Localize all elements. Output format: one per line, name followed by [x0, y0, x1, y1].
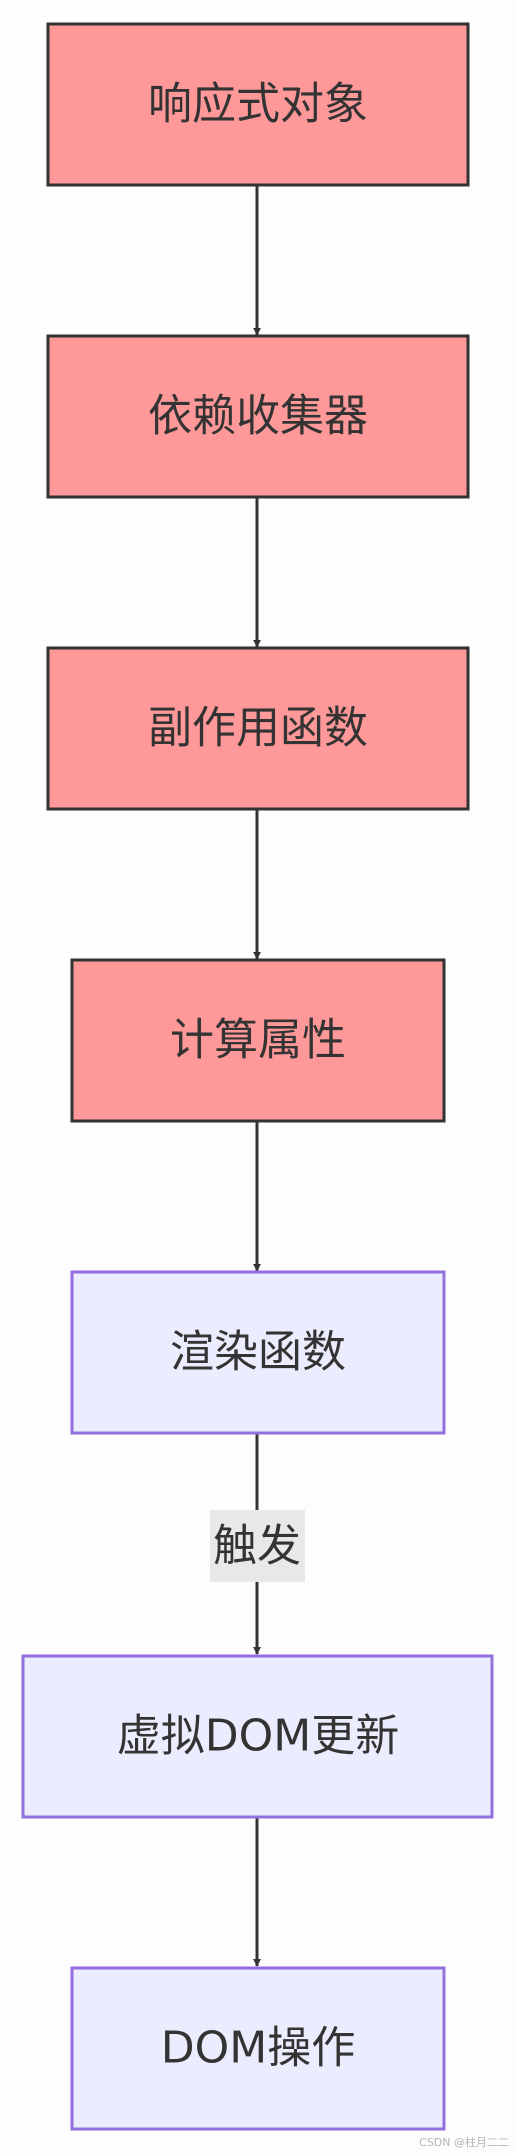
node-label: 计算属性 [170, 1015, 346, 1066]
node-label: 依赖收集器 [148, 391, 368, 442]
node-box [46, 22, 470, 187]
node-box [46, 646, 470, 811]
node-side-effect[interactable]: 副作用函数 [46, 646, 470, 811]
node-vdom-update[interactable]: 虚拟DOM更新 [21, 1654, 494, 1819]
node-dom-op[interactable]: DOM操作 [70, 1966, 446, 2131]
node-reactive-object[interactable]: 响应式对象 [46, 22, 470, 187]
node-box [46, 334, 470, 499]
edge-label-background [210, 1510, 305, 1582]
node-label: 虚拟DOM更新 [117, 1711, 399, 1762]
node-computed[interactable]: 计算属性 [70, 958, 446, 1123]
node-label: 渲染函数 [170, 1327, 346, 1378]
edges: 触发 [210, 185, 305, 1967]
edge-label-trigger: 触发 [210, 1510, 305, 1582]
node-box [70, 1270, 446, 1435]
node-label: 响应式对象 [148, 79, 368, 130]
node-dep-collector[interactable]: 依赖收集器 [46, 334, 470, 499]
node-label: DOM操作 [161, 2023, 355, 2074]
node-render-fn[interactable]: 渲染函数 [70, 1270, 446, 1435]
node-box [70, 1966, 446, 2131]
watermark: CSDN @柱月二二 [419, 2136, 509, 2149]
node-box [70, 958, 446, 1123]
node-label: 副作用函数 [148, 703, 368, 754]
edge-label-text: 触发 [213, 1521, 301, 1572]
nodes: 响应式对象 依赖收集器 副作用函数 计算属性 渲染函数 虚拟DOM更新 DOM操… [21, 22, 494, 2131]
node-box [21, 1654, 494, 1819]
